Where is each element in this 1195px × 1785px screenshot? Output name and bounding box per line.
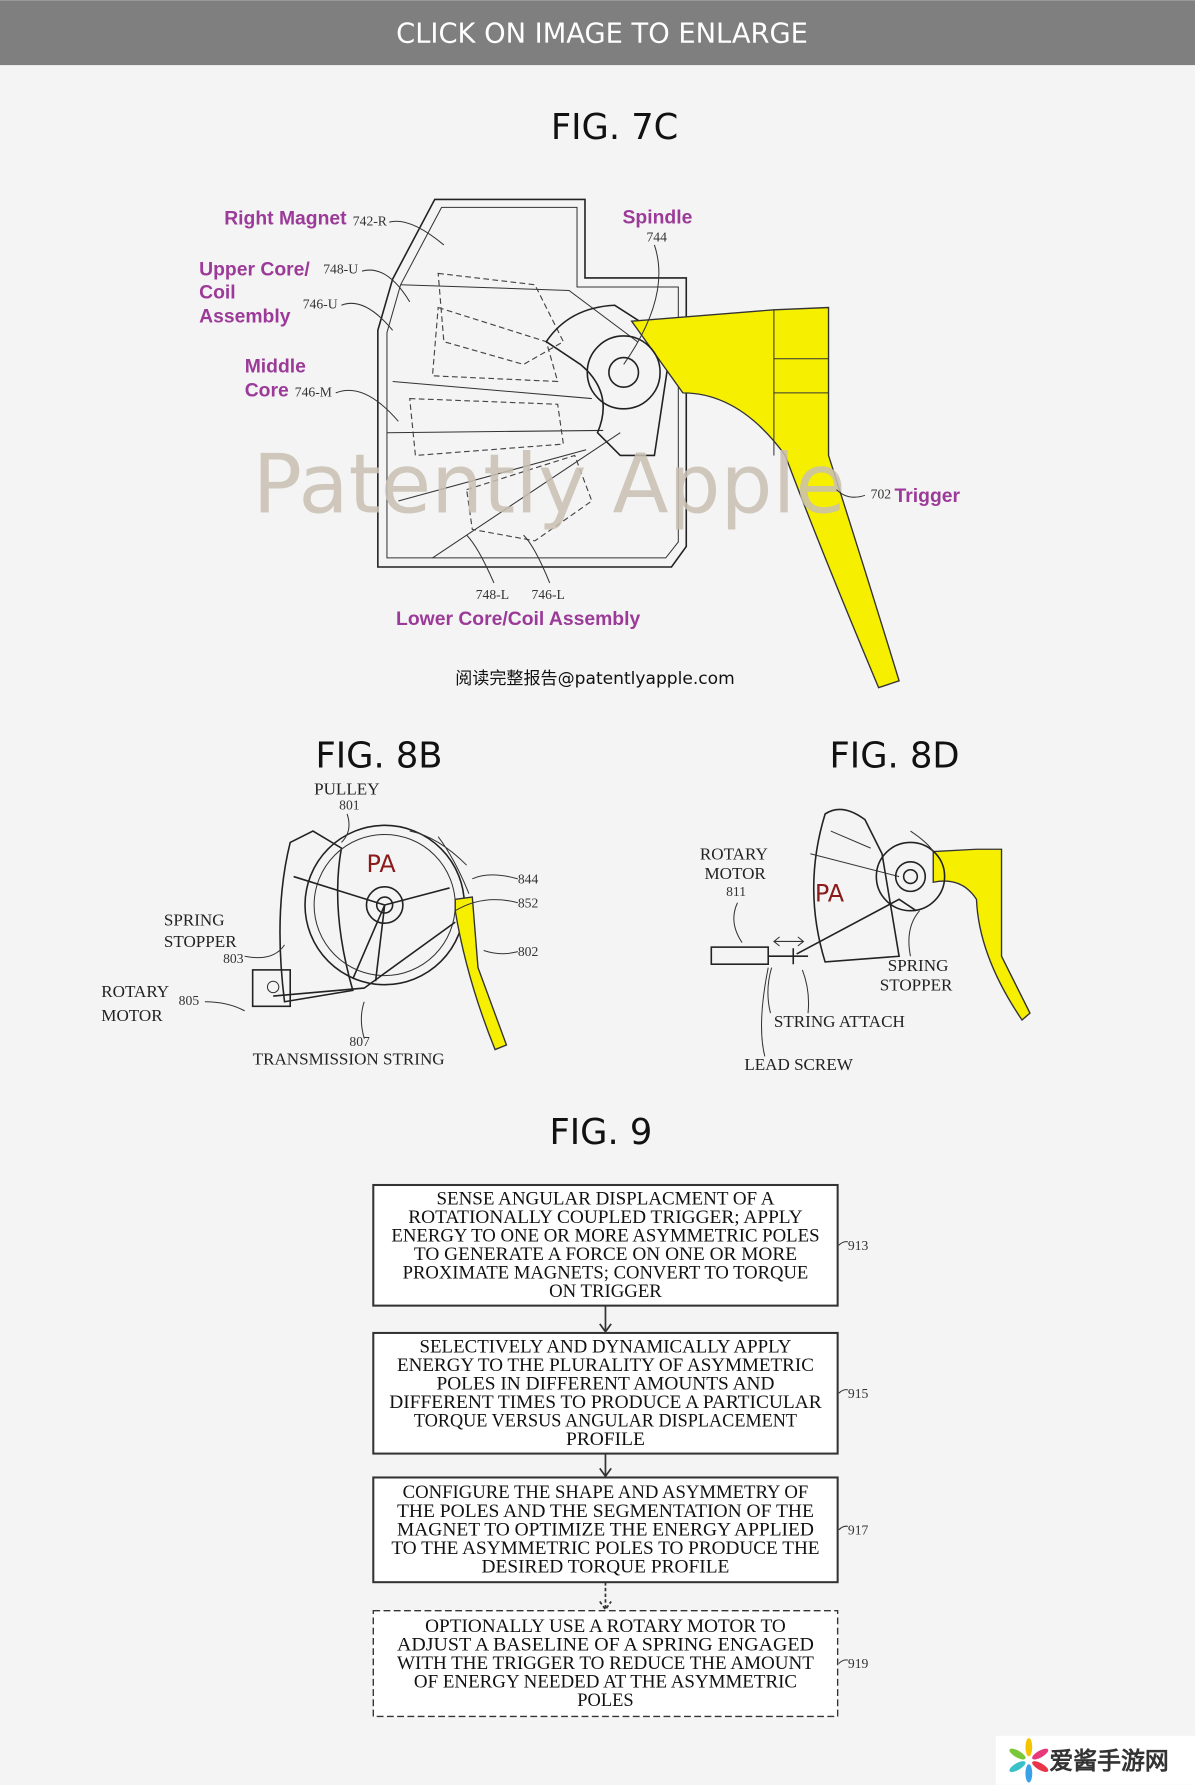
flow-step-ref: 919 bbox=[848, 1656, 869, 1671]
flow-arrow bbox=[599, 1305, 612, 1334]
flow-step-line: THE POLES AND THE SEGMENTATION OF THE bbox=[397, 1501, 814, 1521]
flow-step-line: PROFILE bbox=[566, 1429, 645, 1449]
ref-852: 852 bbox=[518, 895, 539, 910]
ref-746l: 746-L bbox=[531, 587, 564, 602]
label-right-magnet: Right Magnet bbox=[224, 207, 347, 229]
label-rotary-motor: ROTARY bbox=[101, 982, 169, 1001]
fig-8d: FIG. 8D PA ROTARY MOTOR 811 SPRING STOPP… bbox=[700, 735, 1031, 1074]
flow-step-line: OPTIONALLY USE A ROTARY MOTOR TO bbox=[425, 1616, 786, 1636]
watermark: Patently Apple bbox=[253, 437, 846, 532]
flow-step-line: DIFFERENT TIMES TO PRODUCE A PARTICULAR bbox=[389, 1392, 822, 1412]
label-transmission-string: TRANSMISSION STRING bbox=[253, 1049, 445, 1068]
ref-811: 811 bbox=[726, 884, 746, 899]
label-rotary-motor-8d-2: MOTOR bbox=[704, 864, 766, 883]
flow-step-917: CONFIGURE THE SHAPE AND ASYMMETRY OFTHE … bbox=[372, 1476, 869, 1584]
flow-arrow bbox=[599, 1453, 612, 1478]
fig-9-flowchart: FIG. 9 SENSE ANGULAR DISPLACMENT OF AROT… bbox=[372, 1112, 869, 1718]
ref-844: 844 bbox=[518, 871, 539, 886]
ref-805: 805 bbox=[179, 993, 200, 1008]
ref-702: 702 bbox=[871, 487, 892, 502]
flow-step-line: PROXIMATE MAGNETS; CONVERT TO TORQUE bbox=[403, 1263, 809, 1283]
label-trigger: Trigger bbox=[895, 485, 961, 507]
ref-746u: 746-U bbox=[303, 297, 338, 312]
flow-step-line: DESIRED TORQUE PROFILE bbox=[482, 1556, 730, 1576]
ref-802: 802 bbox=[518, 944, 539, 959]
flow-step-line: CONFIGURE THE SHAPE AND ASYMMETRY OF bbox=[403, 1482, 809, 1502]
flow-step-line: TORQUE VERSUS ANGULAR DISPLACEMENT bbox=[414, 1411, 797, 1431]
label-lead-screw: LEAD SCREW bbox=[744, 1055, 853, 1074]
flow-step-915: SELECTIVELY AND DYNAMICALLY APPLYENERGY … bbox=[372, 1331, 869, 1455]
fig-8b: FIG. 8B PA PULLEY 801 SPRING STOPPER 803… bbox=[101, 735, 538, 1068]
housing-drawing bbox=[377, 198, 900, 689]
ref-803: 803 bbox=[223, 951, 244, 966]
label-middle-core: Middle bbox=[245, 355, 306, 377]
label-spring-stopper-8d: SPRING bbox=[888, 956, 949, 975]
label-upper-core-3: Assembly bbox=[199, 305, 291, 327]
fig-9-title: FIG. 9 bbox=[549, 1112, 652, 1153]
flow-step-line: SENSE ANGULAR DISPLACMENT OF A bbox=[436, 1188, 775, 1208]
flow-step-line: ENERGY TO THE PLURALITY OF ASYMMETRIC bbox=[397, 1355, 814, 1375]
flow-step-913: SENSE ANGULAR DISPLACMENT OF AROTATIONAL… bbox=[372, 1183, 869, 1307]
ref-leader bbox=[838, 1525, 849, 1531]
fig-7c-title: FIG. 7C bbox=[551, 107, 679, 148]
ref-748l: 748-L bbox=[476, 587, 509, 602]
flow-step-line: POLES IN DIFFERENT AMOUNTS AND bbox=[436, 1374, 774, 1394]
label-middle-core-2: Core bbox=[245, 379, 289, 401]
ref-746m: 746-M bbox=[295, 384, 332, 399]
ref-leader bbox=[838, 1241, 849, 1246]
flow-box bbox=[372, 1331, 839, 1455]
banner-text[interactable]: CLICK ON IMAGE TO ENLARGE bbox=[396, 18, 808, 49]
ref-748u: 748-U bbox=[323, 261, 358, 276]
flow-step-line: POLES bbox=[577, 1690, 633, 1710]
site-logo: 爱酱手游网 bbox=[995, 1735, 1195, 1785]
label-spring-stopper-8d-2: STOPPER bbox=[880, 975, 953, 994]
ref-744: 744 bbox=[646, 230, 667, 245]
flow-step-line: ROTATIONALLY COUPLED TRIGGER; APPLY bbox=[408, 1207, 802, 1227]
flow-step-line: TO THE ASYMMETRIC POLES TO PRODUCE THE bbox=[391, 1538, 819, 1558]
ref-742r: 742-R bbox=[353, 214, 388, 229]
label-upper-core: Upper Core/ bbox=[199, 259, 310, 281]
enlarge-banner[interactable]: CLICK ON IMAGE TO ENLARGE bbox=[0, 0, 1195, 66]
label-rotary-motor-2: MOTOR bbox=[101, 1006, 163, 1025]
flow-arrow bbox=[599, 1582, 612, 1611]
label-string-attach: STRING ATTACH bbox=[774, 1012, 905, 1031]
label-lower-core: Lower Core/Coil Assembly bbox=[396, 608, 640, 630]
flow-step-ref: 917 bbox=[848, 1522, 869, 1537]
label-rotary-motor-8d: ROTARY bbox=[700, 844, 768, 863]
fig-8d-title: FIG. 8D bbox=[830, 735, 960, 776]
label-spring-stopper-2: STOPPER bbox=[164, 932, 237, 951]
label-pulley: PULLEY bbox=[314, 780, 379, 799]
footer-link[interactable]: 阅读完整报告@patentlyapple.com bbox=[455, 669, 734, 689]
flow-step-line: ADJUST A BASELINE OF A SPRING ENGAGED bbox=[397, 1635, 814, 1655]
label-spring-stopper: SPRING bbox=[164, 911, 225, 930]
flow-step-line: ON TRIGGER bbox=[549, 1281, 662, 1301]
ref-leader bbox=[838, 1389, 849, 1394]
flow-step-line: MAGNET TO OPTIMIZE THE ENERGY APPLIED bbox=[397, 1519, 814, 1539]
label-spindle: Spindle bbox=[623, 206, 693, 228]
pa-mark-8d: PA bbox=[815, 880, 845, 908]
flow-step-line: WITH THE TRIGGER TO REDUCE THE AMOUNT bbox=[397, 1653, 814, 1673]
ref-807: 807 bbox=[349, 1034, 370, 1049]
flow-step-line: ENERGY TO ONE OR MORE ASYMMETRIC POLES bbox=[391, 1226, 819, 1246]
flow-step-line: SELECTIVELY AND DYNAMICALLY APPLY bbox=[420, 1336, 792, 1356]
logo-text: 爱酱手游网 bbox=[1049, 1747, 1168, 1775]
ref-leader bbox=[838, 1659, 849, 1664]
flow-box bbox=[372, 1609, 839, 1718]
label-upper-core-2: Coil bbox=[199, 281, 236, 303]
flow-step-line: TO GENERATE A FORCE ON ONE OR MORE bbox=[414, 1244, 797, 1264]
flow-step-ref: 915 bbox=[848, 1386, 869, 1401]
ref-801: 801 bbox=[339, 797, 359, 812]
flow-step-line: OF ENERGY NEEDED AT THE ASYMMETRIC bbox=[414, 1672, 797, 1692]
pa-mark: PA bbox=[366, 850, 396, 878]
flow-box bbox=[372, 1476, 839, 1584]
flow-step-ref: 913 bbox=[848, 1238, 869, 1253]
flower-icon bbox=[1009, 1738, 1049, 1783]
fig-8b-title: FIG. 8B bbox=[315, 735, 442, 776]
fig-7c: FIG. 7C Patently Apple Right Magnet 742-… bbox=[199, 107, 960, 689]
